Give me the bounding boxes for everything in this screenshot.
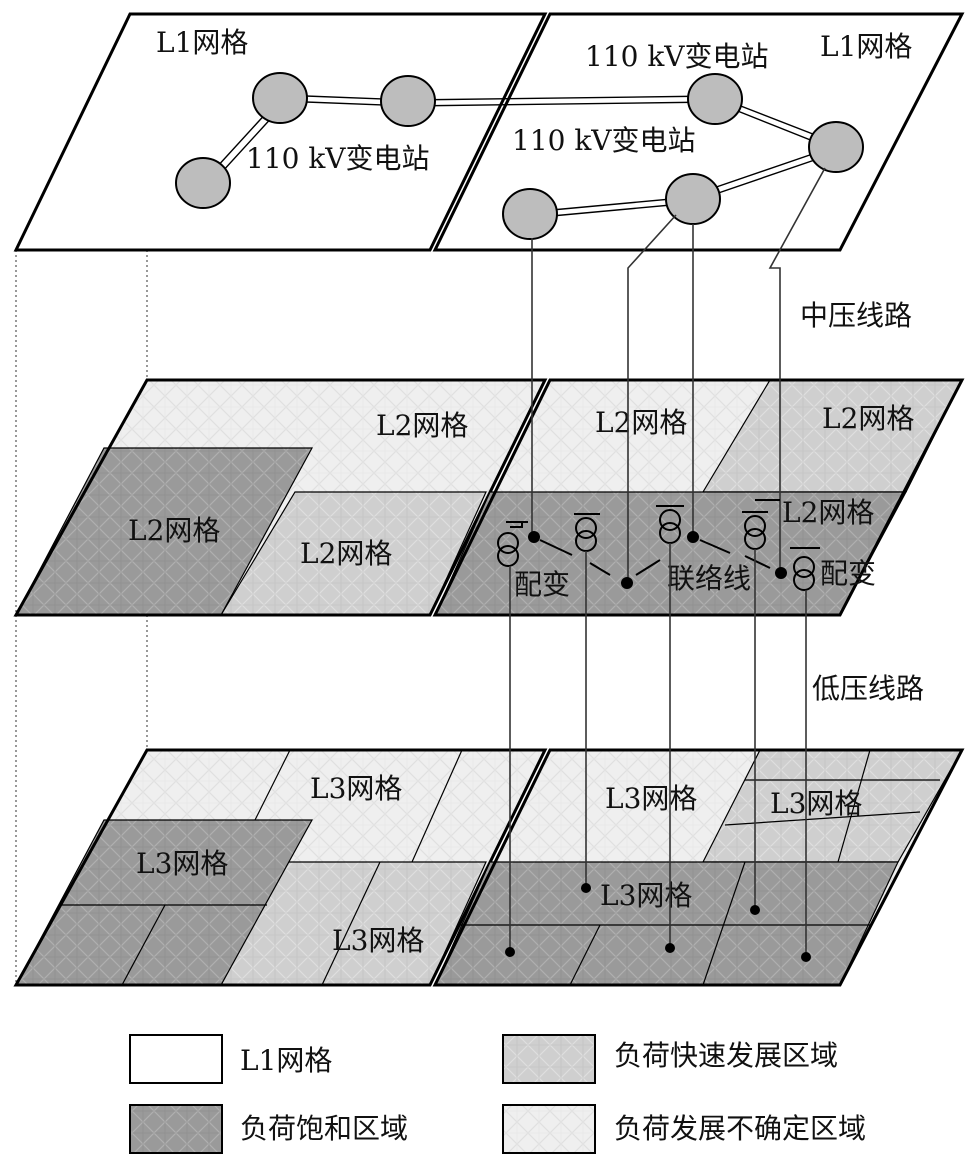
substation-node <box>252 72 308 124</box>
legend-swatch-saturated <box>129 1104 223 1154</box>
l1-grid-label-right: L1网格 <box>820 30 912 63</box>
l2-grid-label: L2网格 <box>595 406 687 439</box>
l1-grid-left <box>13 12 548 252</box>
l3-grid-label: L3网格 <box>136 847 228 880</box>
l2-grid-label: L2网格 <box>822 402 914 435</box>
l3-grid-label: L3网格 <box>600 879 692 912</box>
lv-line-label: 低压线路 <box>812 672 924 705</box>
tie-line-label: 联络线 <box>667 562 751 595</box>
mv-wires <box>531 167 826 583</box>
legend-swatch-uncertain <box>502 1104 596 1154</box>
legend-swatch-l1 <box>129 1034 223 1084</box>
l3-grid-left <box>13 748 548 987</box>
substation-label-c: 110 kV变电站 <box>512 124 696 157</box>
legend: L1网格 负荷快速发展区域 负荷饱和区域 负荷发展不确定区域 <box>129 1034 866 1154</box>
substation-node <box>175 157 231 209</box>
substation-label-b: 110 kV变电站 <box>585 40 769 73</box>
l2-grid-right <box>432 378 965 617</box>
substation-node <box>502 188 558 240</box>
substation-node <box>687 73 743 125</box>
legend-label-l1: L1网格 <box>240 1044 332 1077</box>
mv-line-label: 中压线路 <box>800 299 912 332</box>
legend-label-fast: 负荷快速发展区域 <box>614 1039 838 1072</box>
l2-grid-label: L2网格 <box>128 514 220 547</box>
legend-swatch-fast <box>502 1034 596 1084</box>
l2-grid-label: L2网格 <box>376 409 468 442</box>
l3-grid-label: L3网格 <box>770 787 862 820</box>
l2-grid-left <box>13 378 548 617</box>
l1-grid-label-left: L1网格 <box>156 26 248 59</box>
legend-label-saturated: 负荷饱和区域 <box>240 1112 408 1145</box>
transformer-label: 配变 <box>820 557 876 590</box>
l2-grid-label: L2网格 <box>300 537 392 570</box>
l3-grid-right <box>432 748 965 987</box>
l2-grid-label: L2网格 <box>782 496 874 529</box>
l3-grid-label: L3网格 <box>310 772 402 805</box>
legend-label-uncertain: 负荷发展不确定区域 <box>614 1112 866 1145</box>
l1-grid-right <box>432 12 965 252</box>
substation-label-a: 110 kV变电站 <box>246 142 430 175</box>
transformer-label: 配变 <box>514 568 570 601</box>
l3-grid-label: L3网格 <box>605 782 697 815</box>
substation-node <box>380 75 436 127</box>
substation-node <box>808 121 864 173</box>
l3-grid-label: L3网格 <box>332 924 424 957</box>
distribution-equipment <box>497 499 820 591</box>
lv-wires <box>505 543 811 962</box>
